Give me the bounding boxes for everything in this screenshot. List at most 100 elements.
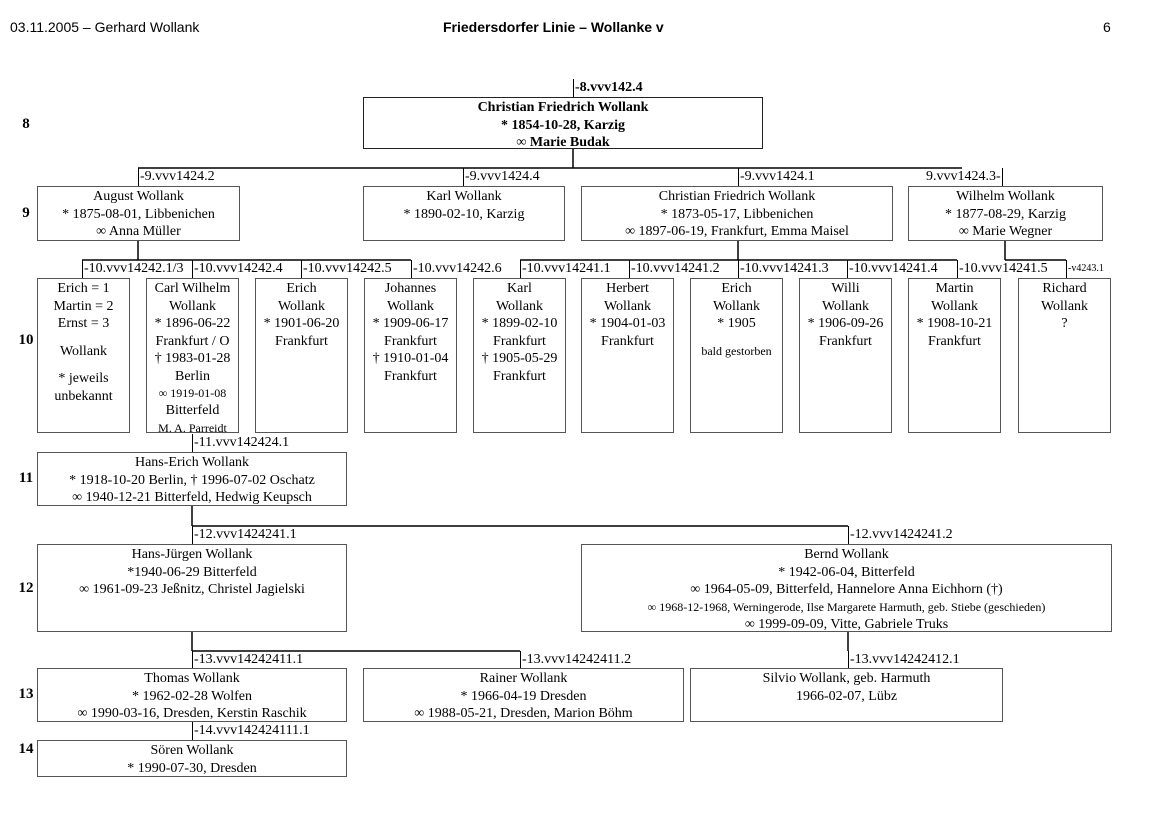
person-reference-code: -14.vvv142424111.1 bbox=[192, 722, 310, 740]
person-detail: * 1990-07-30, Dresden bbox=[127, 760, 257, 776]
person-reference-code: -8.vvv142.4 bbox=[573, 79, 643, 97]
person-detail: * 1873-05-17, Libbenichen bbox=[660, 206, 814, 222]
person-detail: Frankfurt bbox=[928, 333, 981, 349]
generation-label: 9 bbox=[22, 205, 30, 221]
person-detail: Wollank bbox=[59, 343, 108, 359]
person-name: August Wollank bbox=[93, 189, 184, 204]
person-reference-code: -10.vvv14242.5 bbox=[301, 260, 392, 278]
generation-label: 13 bbox=[18, 686, 34, 702]
person-detail: M. A. Parreidt bbox=[158, 420, 227, 435]
person-box[interactable]: Sören Wollank* 1990-07-30, Dresden bbox=[37, 740, 347, 777]
person-name: Thomas Wollank bbox=[144, 671, 240, 686]
person-name: Christian Friedrich Wollank bbox=[658, 189, 816, 204]
person-name: Wilhelm Wollank bbox=[956, 189, 1055, 204]
person-box[interactable]: Bernd Wollank* 1942-06-04, Bitterfeld∞ 1… bbox=[581, 544, 1112, 632]
person-name: Richard bbox=[1042, 281, 1087, 296]
person-detail: * 1962-02-28 Wolfen bbox=[132, 688, 252, 704]
person-detail: * 1909-06-17 bbox=[372, 316, 449, 331]
header-author-date: 03.11.2005 – Gerhard Wollank bbox=[10, 19, 200, 35]
person-reference-code: -10.vvv14241.4 bbox=[847, 260, 938, 278]
person-detail: * 1877-08-29, Karzig bbox=[945, 206, 1066, 222]
person-detail: ∞ 1990-03-16, Dresden, Kerstin Raschik bbox=[77, 706, 307, 721]
person-detail: * 1966-04-19 Dresden bbox=[460, 688, 587, 704]
person-detail: * jeweils bbox=[58, 371, 109, 386]
person-name: Erich bbox=[286, 281, 317, 296]
person-detail: Wollank bbox=[712, 298, 761, 314]
generation-label: 10 bbox=[18, 332, 34, 348]
person-box[interactable]: Rainer Wollank * 1966-04-19 Dresden ∞ 1988… bbox=[363, 668, 684, 722]
person-detail: ? bbox=[1061, 316, 1068, 331]
person-detail: ∞ 1940-12-21 Bitterfeld, Hedwig Keupsch bbox=[72, 490, 312, 505]
person-detail: * 1901-06-20 bbox=[263, 316, 340, 331]
person-box[interactable]: Wilhelm Wollank * 1877-08-29, Karzig ∞ Mar… bbox=[908, 186, 1103, 241]
person-name: Bernd Wollank bbox=[804, 547, 889, 562]
person-detail: ∞ 1988-05-21, Dresden, Marion Böhm bbox=[414, 706, 633, 721]
person-detail: Frankfurt bbox=[493, 368, 546, 384]
person-detail: ∞ Marie Wegner bbox=[958, 224, 1053, 239]
person-name: Carl Wilhelm bbox=[154, 281, 231, 296]
person-box[interactable]: Hans-Erich Wollank* 1918-10-20 Berlin, †… bbox=[37, 452, 347, 506]
person-box[interactable]: Christian Friedrich Wollank* 1854-10-28,… bbox=[363, 97, 763, 150]
generation-label: 14 bbox=[18, 741, 34, 757]
person-name: Rainer Wollank bbox=[479, 671, 568, 686]
person-reference-code: -10.vvv14242.1/3 bbox=[82, 260, 184, 278]
person-detail: unbekannt bbox=[54, 388, 113, 404]
person-detail: † 1910-01-04 bbox=[372, 351, 449, 366]
person-name: Erich bbox=[721, 281, 752, 296]
person-detail: Ernst = 3 bbox=[57, 316, 110, 331]
person-detail: Wollank bbox=[930, 298, 979, 314]
person-detail: ∞ 1919-01-08 bbox=[158, 386, 227, 400]
person-reference-code: -10.vvv14242.4 bbox=[192, 260, 283, 278]
person-reference-code: -10.vvv14241.1 bbox=[520, 260, 611, 278]
person-reference-code: -12.vvv1424241.2 bbox=[848, 526, 953, 544]
person-reference-code: -v4243.1 bbox=[1066, 260, 1104, 278]
person-detail: *1940-06-29 Bitterfeld bbox=[127, 564, 257, 580]
person-reference-code: -9.vvv1424.4 bbox=[463, 168, 540, 186]
person-detail: † 1983-01-28 bbox=[154, 351, 231, 366]
person-name: Christian Friedrich Wollank bbox=[477, 100, 649, 115]
person-detail: * 1906-09-26 bbox=[807, 316, 884, 331]
person-detail: ∞ 1961-09-23 Jeßnitz, Christel Jagielski bbox=[79, 582, 305, 597]
person-reference-code: -9.vvv1424.2 bbox=[138, 168, 215, 186]
person-detail: * 1918-10-20 Berlin, † 1996-07-02 Oschat… bbox=[69, 472, 315, 488]
person-box[interactable]: August Wollank* 1875-08-01, Libbenichen∞… bbox=[37, 186, 240, 241]
person-detail: ∞ 1897-06-19, Frankfurt, Emma Maisel bbox=[625, 224, 849, 239]
person-detail: bald gestorben bbox=[701, 343, 772, 358]
person-box[interactable]: Christian Friedrich Wollank * 1873-05-17,… bbox=[581, 186, 893, 241]
person-reference-code: -10.vvv14241.2 bbox=[629, 260, 720, 278]
person-detail: Wollank bbox=[821, 298, 870, 314]
person-reference-code: -9.vvv1424.1 bbox=[738, 168, 815, 186]
person-detail: ∞ 1999-09-09, Vitte, Gabriele Truks bbox=[744, 616, 949, 632]
person-detail: Frankfurt bbox=[601, 333, 654, 349]
person-detail: Wollank bbox=[603, 298, 652, 314]
person-reference-code: -12.vvv1424241.1 bbox=[192, 526, 297, 544]
person-box[interactable]: Hans-Jürgen Wollank*1940-06-29 Bitterfel… bbox=[37, 544, 347, 632]
person-reference-code: -13.vvv14242411.2 bbox=[520, 651, 632, 669]
person-reference-code: -10.vvv14241.5 bbox=[957, 260, 1048, 278]
generation-label: 8 bbox=[22, 116, 30, 132]
person-detail: Wollank bbox=[168, 298, 217, 314]
person-detail: Frankfurt bbox=[384, 333, 437, 349]
person-box[interactable]: Karl Wollank* 1890-02-10, Karzig bbox=[363, 186, 565, 241]
person-box[interactable]: Thomas Wollank * 1962-02-28 Wolfen ∞ 1990-… bbox=[37, 668, 347, 722]
person-detail: Wollank bbox=[277, 298, 326, 314]
person-name: Herbert bbox=[606, 281, 649, 296]
page-number: 6 bbox=[1103, 19, 1111, 35]
person-reference-code: -13.vvv14242411.1 bbox=[192, 651, 304, 669]
person-detail: * 1908-10-21 bbox=[916, 316, 993, 331]
person-detail: Frankfurt bbox=[275, 333, 328, 349]
person-detail: Martin = 2 bbox=[53, 298, 114, 314]
person-name: Johannes bbox=[384, 281, 437, 296]
generation-label: 12 bbox=[18, 580, 34, 596]
